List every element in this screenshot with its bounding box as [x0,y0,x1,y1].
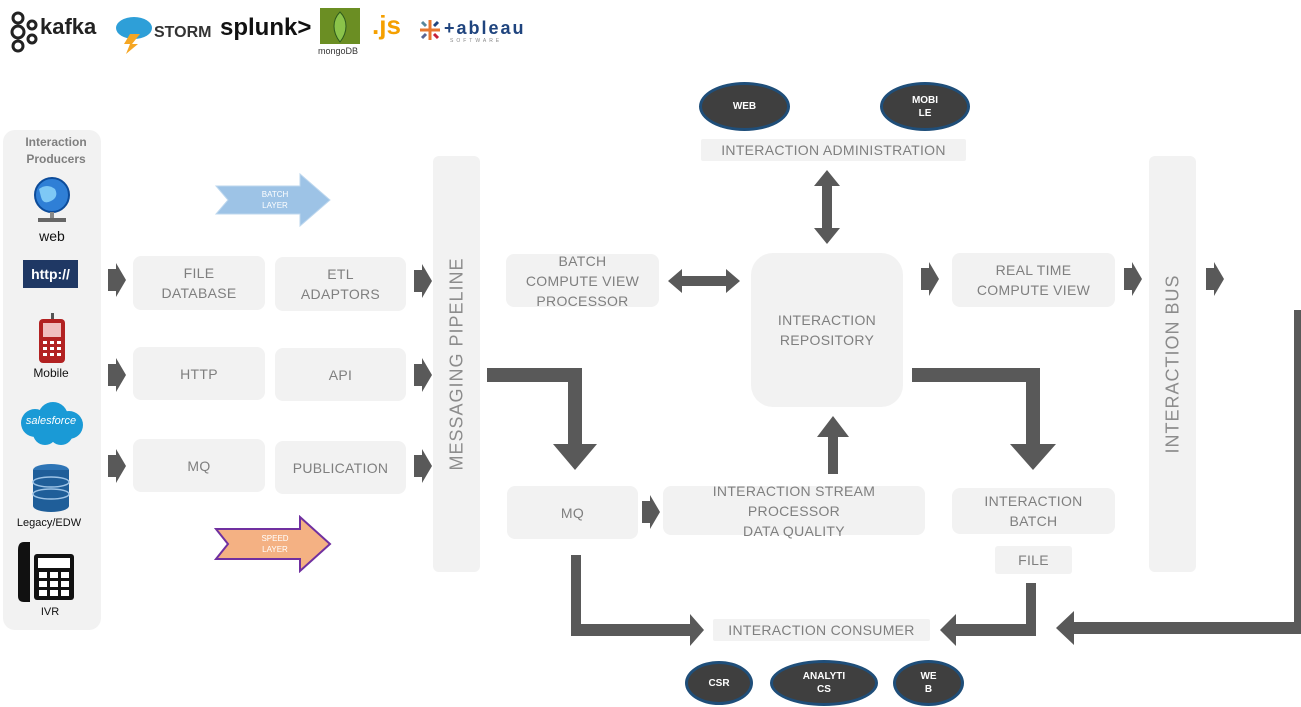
mongodb-logo-text: mongoDB [318,46,359,56]
file-database-box: FILE DATABASE [133,256,265,310]
producers-title: Interaction Producers [25,135,87,166]
batch-layer-arrow [214,172,331,228]
salesforce-cloud-icon [21,402,83,445]
arrow-publication-to-pipeline [414,449,432,483]
speed-layer-label: SPEED LAYER [261,534,289,554]
interaction-batch-box: INTERACTION BATCH [952,488,1115,534]
consumer-analytics-ellipse: ANALYTI CS [770,660,878,706]
arrow-to-mq-source [108,449,126,483]
messaging-pipeline-bar [433,156,480,572]
producer-web-label: web [39,228,65,244]
mq-processing-box: MQ [507,486,638,539]
elbow-arrow-mq-to-consumer [571,555,704,646]
http-box: HTTP [133,347,265,400]
producer-mobile-label: Mobile [33,366,69,380]
batch-layer-label: BATCH LAYER [261,190,289,210]
arrow-mq-to-stream [642,495,660,529]
salesforce-logo-text: salesforce [25,415,77,427]
mq-source-box: MQ [133,439,265,492]
interaction-bus-label: INTERACTION BUS [1162,274,1183,454]
consumer-csr-ellipse: CSR [685,661,753,705]
kafka-logo-icon [10,11,38,53]
mongodb-logo-icon [320,8,360,44]
interaction-administration-box: INTERACTION ADMINISTRATION [701,139,966,161]
interaction-consumer-box: INTERACTION CONSUMER [713,619,930,641]
file-box: FILE [995,546,1072,574]
splunk-logo-text: splunk> [220,14,312,41]
database-icon [32,464,70,512]
arrow-realtime-to-bus [1124,262,1142,296]
elbow-arrow-file-to-consumer [940,583,1036,646]
batch-compute-view-processor-box: BATCH COMPUTE VIEW PROCESSOR [506,253,659,309]
globe-icon [34,177,70,222]
arrow-stream-to-repository [817,416,849,474]
api-box: API [275,348,406,401]
producer-ivr-label: IVR [40,606,60,618]
double-arrow-admin-repository [814,170,840,244]
interaction-stream-processor-box: INTERACTION STREAM PROCESSOR DATA QUALIT… [663,483,925,539]
arrow-to-http [108,358,126,392]
admin-mobile-ellipse: MOBI LE [880,82,970,131]
interaction-repository-box: INTERACTION REPOSITORY [751,253,903,407]
http-badge: http:// [23,260,78,288]
tableau-logo-text: +ableau [444,18,526,38]
tableau-logo-icon [420,20,440,40]
kafka-logo-text: kafka [40,14,97,39]
tableau-logo-subtext: SOFTWARE [450,38,503,44]
storm-logo-text: STORM [154,24,212,41]
speed-layer-arrow [214,515,332,573]
mobile-phone-icon [39,313,65,363]
arrow-repository-to-realtime [921,262,939,296]
elbow-arrow-repository-to-batch [912,368,1056,470]
arrow-etl-to-pipeline [414,264,432,298]
storm-logo-icon [116,17,152,54]
arrow-bus-out [1206,262,1224,296]
admin-web-ellipse: WEB [699,82,790,131]
messaging-pipeline-label: MESSAGING PIPELINE [446,257,467,471]
consumer-web-ellipse: WE B [893,660,964,706]
arrow-api-to-pipeline [414,358,432,392]
elbow-arrow-pipeline-to-mq [487,368,597,470]
double-arrow-batch-repository [668,269,740,293]
js-logo-text: .js [372,10,401,40]
desk-phone-icon [18,542,74,602]
etl-adaptors-box: ETL ADAPTORS [275,257,406,311]
arrow-to-file-database [108,263,126,297]
publication-box: PUBLICATION [275,441,406,494]
real-time-compute-view-box: REAL TIME COMPUTE VIEW [952,253,1115,307]
producer-legacy-label: Legacy/EDW [16,517,82,529]
